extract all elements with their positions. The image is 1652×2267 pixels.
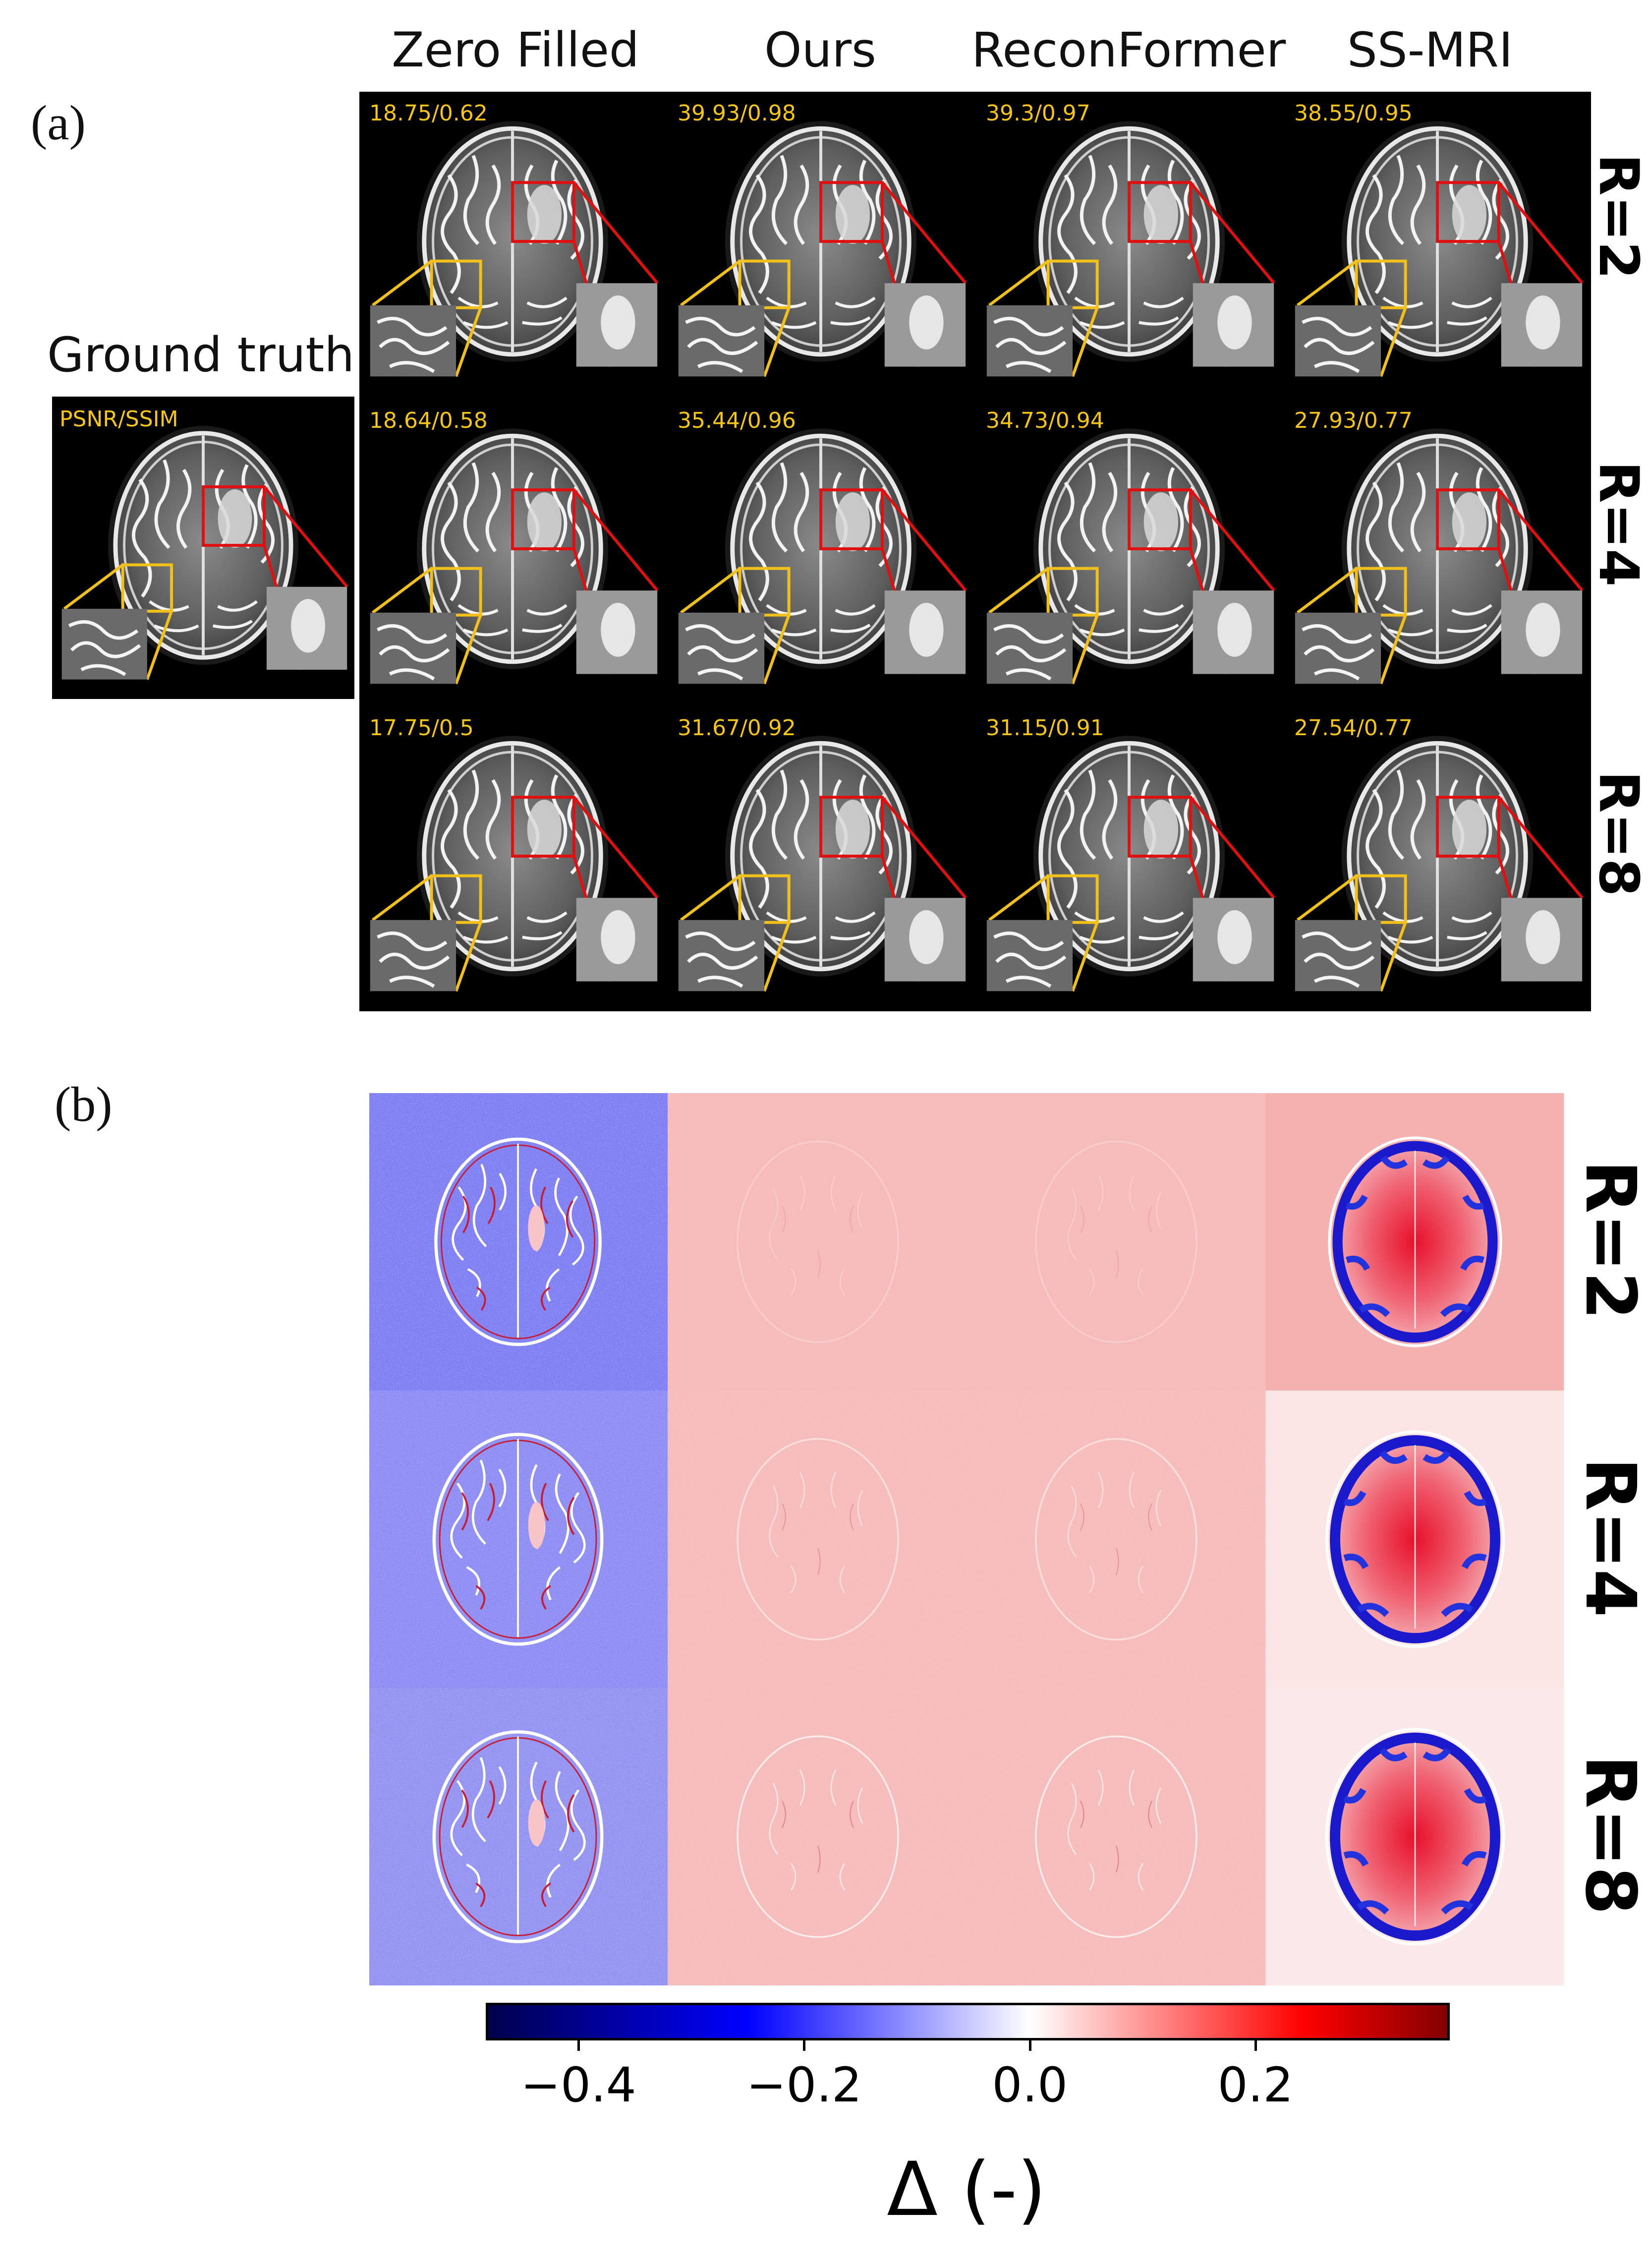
metric-r4-ss-mri: 27.93/0.77 bbox=[1294, 408, 1413, 433]
diff-map-grid bbox=[369, 1093, 1564, 1985]
recon-image bbox=[668, 92, 974, 396]
ground-truth-title: Ground truth bbox=[47, 327, 355, 383]
recon-image bbox=[976, 706, 1282, 1011]
metric-r4-ours: 35.44/0.96 bbox=[678, 408, 796, 433]
metric-r8-reconformer: 31.15/0.91 bbox=[986, 715, 1104, 741]
row-label-b-r8: R=8 bbox=[1570, 1755, 1651, 1915]
metric-r2-ours: 39.93/0.98 bbox=[678, 101, 796, 126]
row-label-b-r4: R=4 bbox=[1570, 1457, 1651, 1618]
colorbar-tick-mark bbox=[1254, 2038, 1257, 2051]
recon-image bbox=[668, 706, 974, 1011]
row-label-a-r2: R=2 bbox=[1587, 154, 1651, 280]
colorbar bbox=[486, 2003, 1450, 2040]
colorbar-label: Δ (-) bbox=[887, 2147, 1046, 2233]
ground-truth-metric: PSNR/SSIM bbox=[59, 407, 178, 432]
colorbar-tick-label: −0.4 bbox=[520, 2057, 636, 2113]
panel-a-label: (a) bbox=[31, 95, 86, 150]
colorbar-tick-mark bbox=[577, 2038, 580, 2051]
col-header-reconformer: ReconFormer bbox=[971, 22, 1286, 78]
col-header-ours: Ours bbox=[764, 22, 876, 78]
row-label-b-r2: R=2 bbox=[1570, 1160, 1651, 1320]
colorbar-tick-mark bbox=[803, 2038, 806, 2051]
colorbar-tick-label: −0.2 bbox=[746, 2057, 862, 2113]
colorbar-tick-label: 0.2 bbox=[1217, 2057, 1294, 2113]
recon-image bbox=[1284, 706, 1591, 1011]
row-label-a-r8: R=8 bbox=[1587, 771, 1651, 897]
metric-r2-zero-filled: 18.75/0.62 bbox=[369, 101, 488, 126]
recon-image bbox=[976, 399, 1282, 703]
recon-image bbox=[359, 399, 666, 703]
metric-r2-reconformer: 39.3/0.97 bbox=[986, 101, 1090, 126]
recon-image bbox=[1284, 92, 1591, 396]
colorbar-tick-mark bbox=[1028, 2038, 1031, 2051]
recon-image bbox=[976, 92, 1282, 396]
grid-a: 18.75/0.62 39.93/0.98 39.3/0.97 38.55/0.… bbox=[359, 92, 1591, 1011]
metric-r8-zero-filled: 17.75/0.5 bbox=[369, 715, 474, 741]
colorbar-tick-label: 0.0 bbox=[992, 2057, 1068, 2113]
row-label-a-r4: R=4 bbox=[1587, 461, 1651, 587]
col-header-zero-filled: Zero Filled bbox=[392, 22, 639, 78]
ground-truth-image bbox=[50, 397, 357, 699]
metric-r4-zero-filled: 18.64/0.58 bbox=[369, 408, 488, 433]
panel-b-label: (b) bbox=[55, 1077, 113, 1132]
col-header-ss-mri: SS-MRI bbox=[1347, 22, 1513, 78]
metric-r2-ss-mri: 38.55/0.95 bbox=[1294, 101, 1413, 126]
recon-image bbox=[668, 399, 974, 703]
metric-r8-ours: 31.67/0.92 bbox=[678, 715, 796, 741]
recon-image bbox=[1284, 399, 1591, 703]
metric-r8-ss-mri: 27.54/0.77 bbox=[1294, 715, 1413, 741]
metric-r4-reconformer: 34.73/0.94 bbox=[986, 408, 1104, 433]
recon-image bbox=[359, 706, 666, 1011]
recon-image bbox=[359, 92, 666, 396]
